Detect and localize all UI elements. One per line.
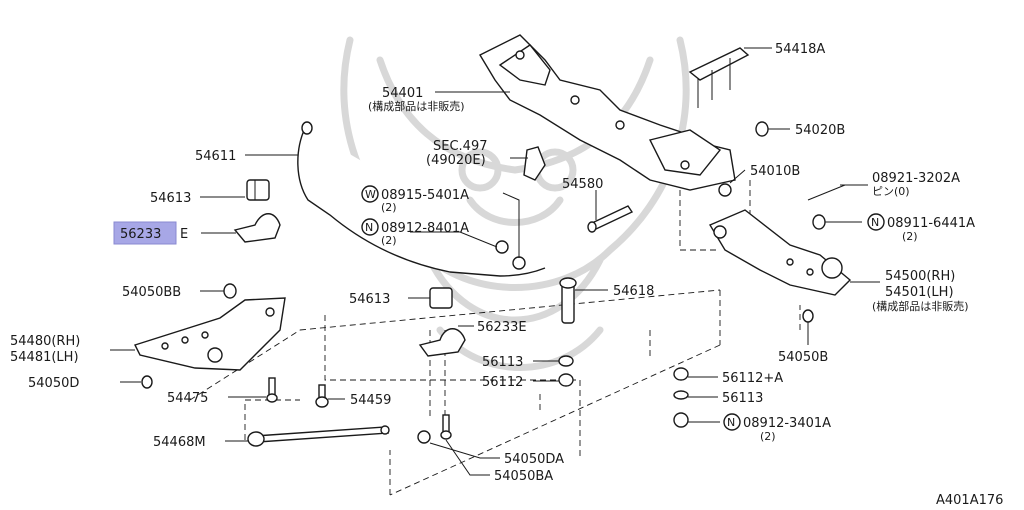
diagram-code: A401A176 (936, 493, 1003, 508)
stabilizer-bar-54611[interactable] (297, 121, 546, 277)
rod-54468M[interactable] (247, 425, 390, 447)
label-54020B[interactable]: 54020B (795, 123, 845, 138)
label-54475[interactable]: 54475 (167, 391, 208, 406)
label-54613-mid[interactable]: 54613 (349, 292, 390, 307)
bolt-54580[interactable] (587, 205, 634, 233)
label-54050BA[interactable]: 54050BA (494, 469, 553, 484)
lower-arm-54500[interactable] (708, 209, 852, 296)
dashed-guides (189, 180, 801, 496)
label-08915[interactable]: 08915-5401A (381, 188, 469, 203)
n-symbol-circle-08911 (867, 213, 885, 231)
bush-54613-mid[interactable] (429, 287, 453, 309)
label-sec497-sub: (49020E) (426, 153, 486, 168)
label-08912-8401A[interactable]: 08912-8401A (381, 221, 469, 236)
label-08912-8401A-qty: (2) (381, 234, 397, 247)
label-54500[interactable]: 54500(RH) (885, 269, 955, 284)
label-08921-sub: ピン(0) (872, 185, 910, 198)
label-56233E-suffix: E (180, 227, 188, 242)
label-sec497[interactable]: SEC.497 (433, 139, 488, 154)
label-56113-left[interactable]: 56113 (482, 355, 523, 370)
label-54480[interactable]: 54480(RH) (10, 334, 80, 349)
label-08911-qty: (2) (902, 230, 918, 243)
n-symbol-circle-3401 (723, 413, 741, 431)
label-56233E-highlight[interactable]: 56233 (120, 227, 161, 242)
leader-lines (110, 47, 880, 476)
label-54468M[interactable]: 54468M (153, 435, 206, 450)
nut-08912-8401A[interactable] (495, 240, 509, 254)
label-54501-note: (構成部品は非販売) (872, 299, 969, 313)
bracket-54480[interactable] (134, 297, 286, 371)
label-54050D[interactable]: 54050D (28, 376, 79, 391)
label-54501[interactable]: 54501(LH) (885, 285, 954, 300)
nut-54010B[interactable] (718, 183, 732, 197)
nut-08911-6441A[interactable] (812, 214, 826, 230)
part-labels: 54418A 54401 (構成部品は非販売) 54020B 54611 SEC… (10, 42, 1003, 508)
clamp-56233E-top[interactable] (233, 213, 281, 243)
label-54050BB[interactable]: 54050BB (122, 285, 181, 300)
connecting-rod-54618[interactable] (559, 277, 577, 324)
cotter-pin-08921[interactable] (807, 184, 846, 201)
bolt-54459[interactable] (315, 384, 329, 408)
n-symbol-circle-8401 (361, 218, 379, 236)
label-08921[interactable]: 08921-3202A (872, 171, 960, 186)
w-symbol: W (365, 188, 376, 201)
label-54459[interactable]: 54459 (350, 393, 391, 408)
label-54611[interactable]: 54611 (195, 149, 236, 164)
label-54418A[interactable]: 54418A (775, 42, 825, 57)
label-54613-top[interactable]: 54613 (150, 191, 191, 206)
crossmember-54401[interactable] (479, 34, 736, 191)
label-54010B[interactable]: 54010B (750, 164, 800, 179)
clamp-56233E-mid[interactable] (418, 328, 466, 357)
nut-54050B[interactable] (802, 309, 814, 323)
n-symbol-08911: N (871, 216, 879, 229)
n-symbol-3401: N (727, 416, 735, 429)
label-56233E-mid[interactable]: 56233E (477, 320, 527, 335)
washers-56113-56112-left[interactable] (558, 355, 574, 387)
bracket-54418A[interactable] (688, 47, 750, 108)
label-56113-right[interactable]: 56113 (722, 391, 763, 406)
label-56112[interactable]: 56112 (482, 375, 523, 390)
bracket-sec497 (523, 146, 546, 181)
label-08912-3401A[interactable]: 08912-3401A (743, 416, 831, 431)
label-08912-3401A-qty: (2) (760, 430, 776, 443)
bolt-54050D[interactable] (141, 375, 153, 389)
bolts-54050DA-54050BA[interactable] (417, 414, 452, 444)
label-08911[interactable]: 08911-6441A (887, 216, 975, 231)
bolt-54475[interactable] (266, 377, 278, 403)
w-symbol-circle (361, 185, 379, 203)
nut-54050BB[interactable] (223, 283, 237, 299)
label-54050B[interactable]: 54050B (778, 350, 828, 365)
n-symbol-8401: N (365, 221, 373, 234)
label-54618[interactable]: 54618 (613, 284, 654, 299)
label-56112A[interactable]: 56112+A (722, 371, 783, 386)
nut-54020B[interactable] (755, 121, 769, 137)
label-54481[interactable]: 54481(LH) (10, 350, 79, 365)
label-54580[interactable]: 54580 (562, 177, 603, 192)
nuts-right-56112A-56113-08912[interactable] (673, 367, 689, 428)
bush-54613-top[interactable] (246, 179, 270, 201)
label-08915-qty: (2) (381, 201, 397, 214)
label-54401[interactable]: 54401 (382, 86, 423, 101)
label-54050DA[interactable]: 54050DA (504, 452, 564, 467)
label-54401-note: (構成部品は非販売) (368, 99, 465, 113)
highlight-56233E-box (113, 221, 177, 245)
